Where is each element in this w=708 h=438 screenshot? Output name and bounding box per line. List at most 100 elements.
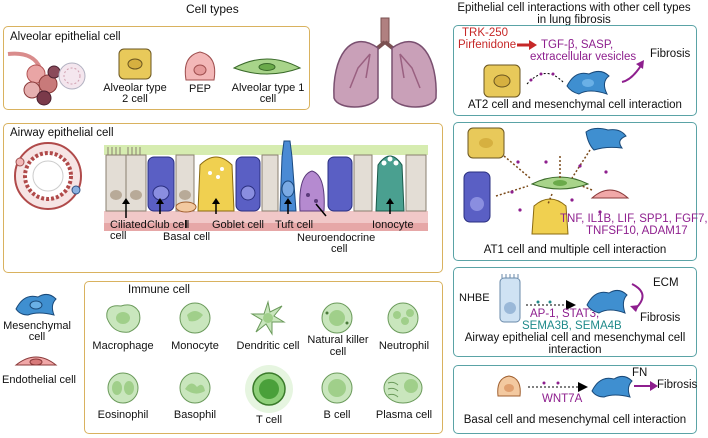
- airway-epithelium: [104, 140, 428, 231]
- airway-title: Airway epithelial cell: [10, 127, 114, 139]
- club-label: Club cell: [147, 219, 190, 231]
- ciliated-label-line2: cell: [110, 230, 127, 242]
- mesenchymal-cell-icon: [15, 293, 57, 316]
- alveolar-title: Alveolar epithelial cell: [10, 31, 121, 43]
- ciliated-label: Ciliated cell: [110, 220, 147, 242]
- immune-label-2: Dendritic cell: [236, 340, 300, 352]
- panel4-mesenchymal-cell: [591, 375, 633, 398]
- neutrophil-icon: [387, 302, 419, 334]
- immune-label-3-text: Natural killer cell: [307, 334, 369, 358]
- at1-label-line2: cell: [259, 93, 277, 105]
- panel-airway-mesenchymal: [453, 267, 697, 357]
- panel3-factors2: SEMA3B, SEMA4B: [522, 320, 622, 332]
- panel1-mesenchymal-cell: [566, 70, 610, 95]
- at1-label-line1: Alveolar type 1: [231, 82, 305, 94]
- natural-killer-cell-icon: [321, 302, 353, 334]
- panel1-factors2: extracellular vesicles: [530, 51, 637, 63]
- pep-cell-icon: [184, 51, 216, 81]
- immune-title: Immune cell: [128, 284, 190, 296]
- immune-label-9: Plasma cell: [375, 409, 433, 421]
- panel4-fibrosis: Fibrosis: [657, 379, 698, 391]
- panel3-airway-cell: [499, 274, 521, 323]
- mesenchymal-label-line2: cell: [28, 331, 46, 343]
- panel2-factors1: TNF, IL1B, LIF, SPP1, FGF7,: [560, 213, 708, 225]
- goblet-label: Goblet cell: [212, 219, 264, 231]
- at2-label-line1: Alveolar type: [103, 82, 167, 94]
- at2-label-line2: 2 cell: [122, 93, 148, 105]
- immune-label-1: Monocyte: [171, 340, 219, 352]
- endothelial-cell-icon: [14, 356, 58, 366]
- neuro-label-line2: cell: [331, 243, 348, 255]
- panel1-at2-cell: [483, 64, 521, 98]
- panel1-fibrosis: Fibrosis: [650, 48, 691, 60]
- b-cell-icon: [321, 372, 353, 404]
- immune-label-3: Natural killer cell: [300, 334, 376, 358]
- interactions-heading: Epithelial cell interactions with other …: [452, 2, 696, 26]
- pep-label: PEP: [188, 83, 211, 95]
- panel3-fibrosis-arrow: [630, 283, 644, 312]
- airway-arrows: [122, 198, 394, 228]
- tuft-label: Tuft cell: [275, 219, 314, 231]
- panel3-ecm: ECM: [653, 277, 679, 289]
- eosinophil-icon: [107, 372, 139, 404]
- panel4-fn: FN: [632, 367, 648, 379]
- panel1-signal-dots: [526, 72, 564, 85]
- panel4-factor: WNT7A: [542, 393, 583, 405]
- mesenchymal-label: Mesenchymal cell: [0, 321, 74, 343]
- monocyte-icon: [179, 302, 211, 334]
- panel3-mesenchymal-cell: [586, 289, 628, 314]
- panel1-inhibit-arrow: [517, 40, 537, 50]
- panel-basal-mesenchymal: [453, 365, 697, 434]
- panel3-factors1: AP-1, STAT3,: [530, 308, 600, 320]
- panel4-fibrosis-arrow: [634, 381, 658, 391]
- airway-cross-section: [14, 142, 82, 210]
- immune-label-6: Basophil: [173, 409, 217, 421]
- panel1-caption: AT2 cell and mesenchymal cell interactio…: [468, 99, 682, 111]
- panel1-factors1: TGF-β, SASP,: [541, 39, 614, 51]
- immune-label-5: Eosinophil: [97, 409, 149, 421]
- t-cell-icon: [245, 365, 293, 413]
- immune-label-0: Macrophage: [92, 340, 154, 352]
- basal-label: Basal cell: [163, 231, 211, 243]
- panel-at2-mesenchymal: [453, 25, 697, 116]
- panel1-drug2: Pirfenidone: [458, 39, 517, 51]
- ciliated-label-line1: Ciliated: [110, 219, 147, 231]
- immune-box: [84, 281, 443, 434]
- alveoli-illustration: [7, 51, 86, 106]
- ionocyte-label: Ionocyte: [372, 219, 414, 231]
- at1-cell-icon: [232, 58, 302, 75]
- lungs-illustration: [333, 17, 437, 108]
- mesenchymal-label-line1: Mesenchymal: [3, 320, 71, 332]
- interactions-heading-line1: Epithelial cell interactions with other …: [457, 2, 691, 14]
- panel3-fibrosis: Fibrosis: [640, 312, 681, 324]
- cell-types-heading: Cell types: [186, 2, 239, 16]
- plasma-cell-icon: [383, 372, 423, 404]
- panel3-caption-line2: interaction: [548, 344, 602, 356]
- macrophage-icon: [106, 304, 141, 333]
- panel2-illustration: [463, 127, 630, 235]
- immune-label-4: Neutrophil: [378, 340, 430, 352]
- dendritic-cell-icon: [250, 300, 286, 336]
- panel3-caption-line1: Airway epithelial cell and mesenchymal c…: [464, 332, 686, 344]
- at2-cell-icon: [118, 48, 152, 80]
- basophil-icon: [179, 372, 211, 404]
- airway-epithelial-box: [3, 123, 443, 273]
- panel4-caption: Basal cell and mesenchymal cell interact…: [463, 414, 687, 426]
- at2-label: Alveolar type 2 cell: [100, 83, 170, 105]
- alveolar-epithelial-box: [3, 26, 310, 110]
- panel3-caption: Airway epithelial cell and mesenchymal c…: [455, 332, 695, 356]
- panel1-drug1: TRK-250: [462, 27, 509, 39]
- immune-label-8: B cell: [323, 409, 351, 421]
- neuro-label: Neuroendocrine cell: [297, 233, 375, 255]
- panel1-fibrosis-arrow: [621, 60, 644, 83]
- panel4-arrow: [528, 381, 588, 392]
- panel3-arrow: [526, 300, 576, 310]
- panel2-caption: AT1 cell and multiple cell interaction: [483, 244, 667, 256]
- panel4-basal-cell: [497, 375, 521, 397]
- panel-at1-multiple: [453, 122, 697, 261]
- neuro-label-line1: Neuroendocrine: [297, 232, 376, 244]
- at1-label: Alveolar type 1 cell: [228, 83, 308, 105]
- panel2-factors2: TNFSF10, ADAM17: [586, 225, 688, 237]
- endothelial-label: Endothelial cell: [2, 374, 76, 386]
- interactions-heading-line2: in lung fibrosis: [537, 14, 611, 26]
